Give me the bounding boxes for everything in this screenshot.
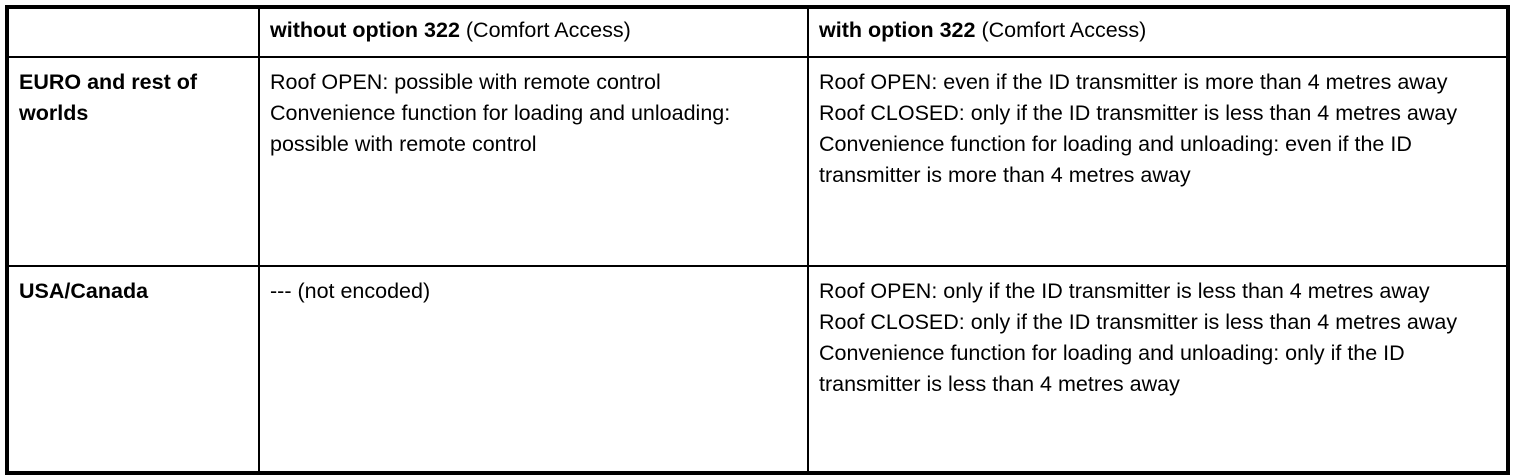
header-cell-region-blank xyxy=(6,6,260,58)
cell-paragraph: Convenience function for loading and unl… xyxy=(819,341,1405,396)
header-cell-without-option-322: without option 322 (Comfort Access) xyxy=(258,6,809,58)
cell-paragraph: Roof OPEN: possible with remote control xyxy=(270,70,661,94)
header-without-option-strong: without option 322 xyxy=(270,18,460,42)
cell-paragraph: Roof OPEN: even if the ID transmitter is… xyxy=(819,70,1448,94)
table-row-usa-canada: USA/Canada --- (not encoded) Roof OPEN: … xyxy=(6,265,1509,474)
cell-paragraph: Roof CLOSED: only if the ID transmitter … xyxy=(819,310,1458,334)
table-row-euro-and-rest-of-worlds: EURO and rest of worlds Roof OPEN: possi… xyxy=(6,56,1509,267)
cell-usa-without-option: --- (not encoded) xyxy=(258,265,809,474)
cell-paragraph: Roof OPEN: only if the ID transmitter is… xyxy=(819,279,1430,303)
header-cell-with-option-322: with option 322 (Comfort Access) xyxy=(807,6,1509,58)
header-with-option-normal: (Comfort Access) xyxy=(975,18,1147,42)
cell-euro-without-option: Roof OPEN: possible with remote control … xyxy=(258,56,809,267)
cell-paragraph: Convenience function for loading and unl… xyxy=(819,132,1412,187)
header-with-option-strong: with option 322 xyxy=(819,18,976,42)
region-label-usa-canada: USA/Canada xyxy=(6,265,260,474)
cell-paragraph: --- (not encoded) xyxy=(270,279,431,303)
cell-usa-with-option: Roof OPEN: only if the ID transmitter is… xyxy=(807,265,1509,474)
cell-paragraph: Roof CLOSED: only if the ID transmitter … xyxy=(819,101,1458,125)
table-header-row: without option 322 (Comfort Access) with… xyxy=(6,6,1509,58)
cell-paragraph: Convenience function for loading and unl… xyxy=(270,101,731,156)
header-without-option-normal: (Comfort Access) xyxy=(459,18,631,42)
region-label-euro: EURO and rest of worlds xyxy=(6,56,260,267)
comfort-access-comparison-table: without option 322 (Comfort Access) with… xyxy=(5,5,1510,475)
cell-euro-with-option: Roof OPEN: even if the ID transmitter is… xyxy=(807,56,1509,267)
